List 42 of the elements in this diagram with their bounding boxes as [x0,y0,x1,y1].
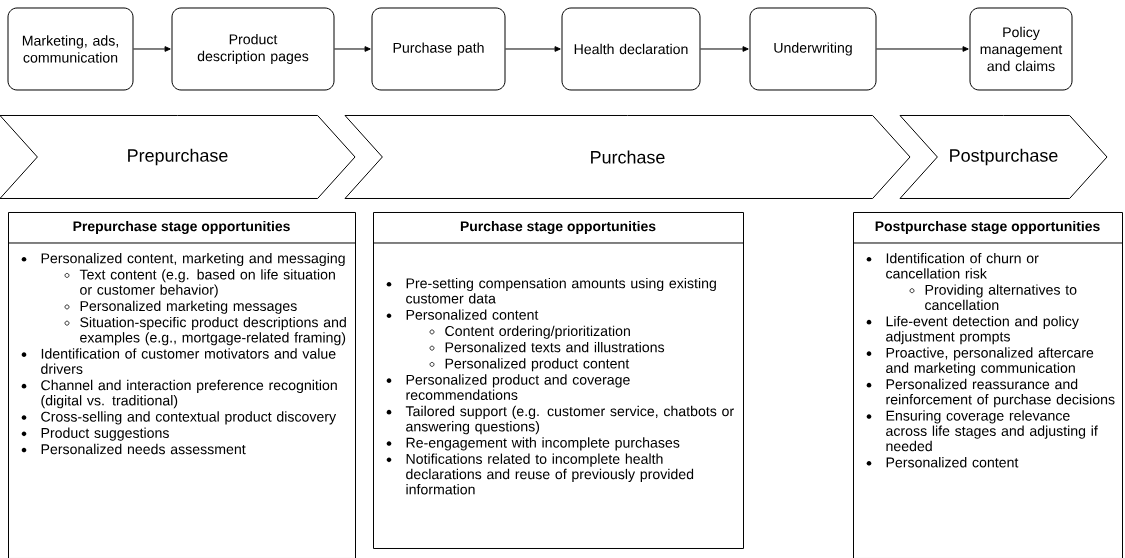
list-item: Personalized needs assessment [21,443,246,455]
list-item: Tailored support (e.g. customer service, chatbots or answering questions) [386,405,734,435]
process-box: Policy management and claims [969,7,1073,91]
arrow [133,46,171,52]
list-item: Life-event detection and policy adjustment prompts [866,315,1079,345]
list-item: Identification of churn or cancellation risk [866,252,1039,279]
header-cell: Postpurchase stage opportunities [852,220,1123,244]
process-box: Product description pages [171,7,335,91]
list-item: Text content (e.g. based on life situation or customer behavior) [64,269,335,298]
list-item: Proactive, personalized aftercare and marketing communication [866,347,1094,376]
stage-band: Postpurchase [899,115,1108,199]
list-item: Situation-specific product descriptions and examples (e.g., mortgage-related framing) [64,316,346,346]
arrow [700,46,749,52]
list-item: Personalized product and coverage recommendations [386,374,630,400]
header-cell: Prepurchase stage opportunities [7,220,356,244]
list-item: Providing alternatives to cancellation [909,284,1077,311]
arrow [876,46,969,52]
list-item: Personalized reassurance and reinforcement of purchase decisions [866,378,1115,408]
list-item: Identification of customer motivators and value drivers [21,348,336,374]
list-item: Cross-selling and contextual product discovery [21,411,337,425]
arrow [334,46,371,52]
list-item: Personalized texts and illustrations [429,341,665,353]
list-item: Channel and interaction preference recognition (digital vs. traditional) [21,379,337,409]
list-item: Notifications related to incomplete health declarations and reuse of previously provided information [386,453,694,495]
process-box: Underwriting [749,7,877,91]
list-item: Personalized marketing messages [64,300,297,314]
arrow [505,46,561,52]
list-item: Personalized product content [429,358,630,372]
header-cell: Purchase stage opportunities [372,220,744,244]
process-box: Marketing, ads, communication [7,7,134,91]
list-item: Personalized content [386,309,539,320]
list-item: Content ordering/prioritization [429,325,630,339]
stage-band: Prepurchase [0,115,356,199]
list-item: Personalized content [866,457,1019,468]
list-item: Pre-setting compensation amounts using existing customer data [386,277,716,304]
stage-band: Purchase [344,115,911,199]
list-item: Product suggestions [21,427,169,441]
list-item: Personalized content, marketing and messaging [21,252,345,267]
process-box: Health declaration [561,7,701,91]
list-item: Re-engagement with incomplete purchases [386,437,680,451]
process-box: Purchase path [371,7,506,91]
list-item: Ensuring coverage relevance across life stages and adjusting if needed [866,410,1098,452]
